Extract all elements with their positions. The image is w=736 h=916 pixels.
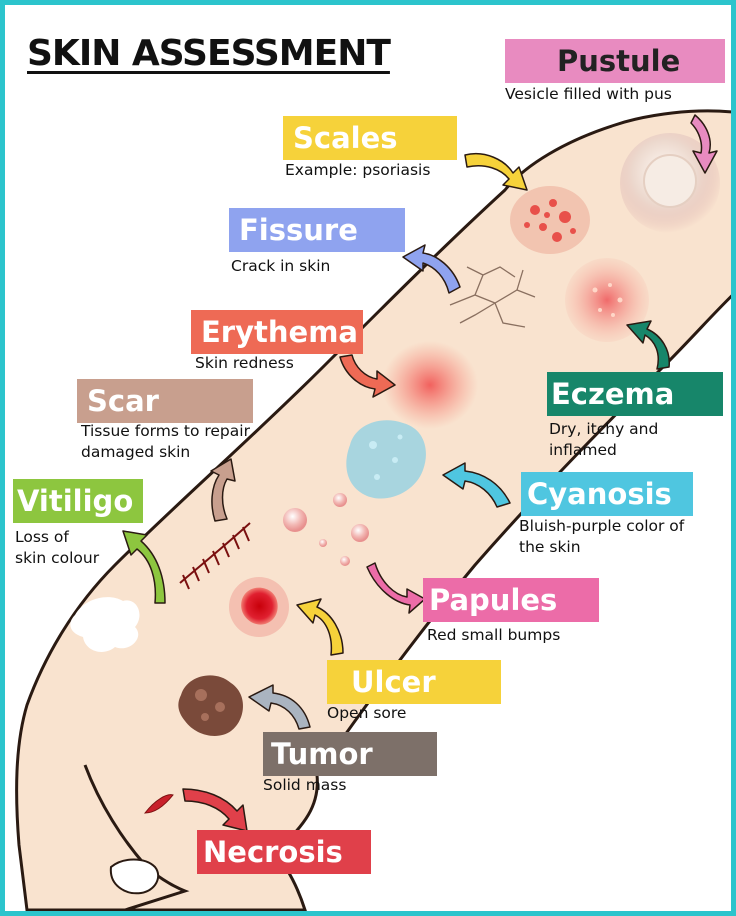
arm-illustration [15,109,731,911]
tumor-desc: Solid mass [263,776,347,794]
cyanosis-desc-line-1: Bluish-purple color of [519,517,685,535]
scales-desc: Example: psoriasis [285,161,431,179]
tumor-label: Tumor [263,732,437,776]
scar-lesion [179,522,251,590]
vitiligo-desc: Loss of skin colour [15,527,99,569]
erythema-lesion [382,341,478,429]
scar-desc-line-2: damaged skin [81,443,191,461]
vitiligo-desc-line-1: Loss of [15,528,69,546]
erythema-arrow [339,354,396,398]
cyanosis-desc-line-2: the skin [519,538,581,556]
necrosis-arrow [182,788,248,832]
cyanosis-desc: Bluish-purple color of the skin [519,516,684,558]
scales-arrow [464,153,528,191]
erythema-label: Erythema [191,310,363,354]
vitiligo-lesion [70,597,140,652]
pustule-arrow [690,114,718,174]
pustule-desc: Vesicle filled with pus [505,85,672,103]
vitiligo-arrow [122,530,166,604]
eczema-label: Eczema [547,372,723,416]
vitiligo-desc-line-2: skin colour [15,549,100,567]
ulcer-desc: Open sore [327,704,407,722]
papules-desc: Red small bumps [427,626,561,644]
papules-lesion [283,493,369,566]
scar-arrow [210,458,236,522]
scales-lesion [510,186,590,254]
scar-desc-line-1: Tissue forms to repair [81,422,250,440]
ulcer-label: Ulcer [327,660,501,704]
necrosis-label: Necrosis [197,830,371,874]
tumor-arrow [248,684,311,730]
cyanosis-arrow [442,462,511,508]
papules-arrow [366,562,426,614]
erythema-desc: Skin redness [195,354,294,372]
fissure-arrow [402,244,461,294]
eczema-desc-line-2: inflamed [549,441,617,459]
vitiligo-label: Vitiligo [13,479,143,523]
pustule-label: Pustule [505,39,725,83]
papules-label: Papules [423,578,599,622]
necrosis-lesion [143,794,174,814]
eczema-desc: Dry, itchy and inflamed [549,419,658,461]
cyanosis-label: Cyanosis [521,472,693,516]
scar-label: Scar [77,379,253,423]
scar-desc: Tissue forms to repair damaged skin [81,421,250,463]
eczema-arrow [626,320,670,370]
fissure-desc: Crack in skin [231,257,331,275]
page-title: SKIN ASSESSMENT [27,33,391,74]
cyanosis-lesion [346,420,426,499]
thumbnail [109,858,160,895]
eczema-desc-line-1: Dry, itchy and [549,420,659,438]
fissure-label: Fissure [229,208,405,252]
scales-label: Scales [283,116,457,160]
fissure-lesion [449,266,536,328]
eczema-lesion [565,258,649,342]
tumor-lesion [178,675,244,736]
ulcer-arrow [296,598,344,656]
